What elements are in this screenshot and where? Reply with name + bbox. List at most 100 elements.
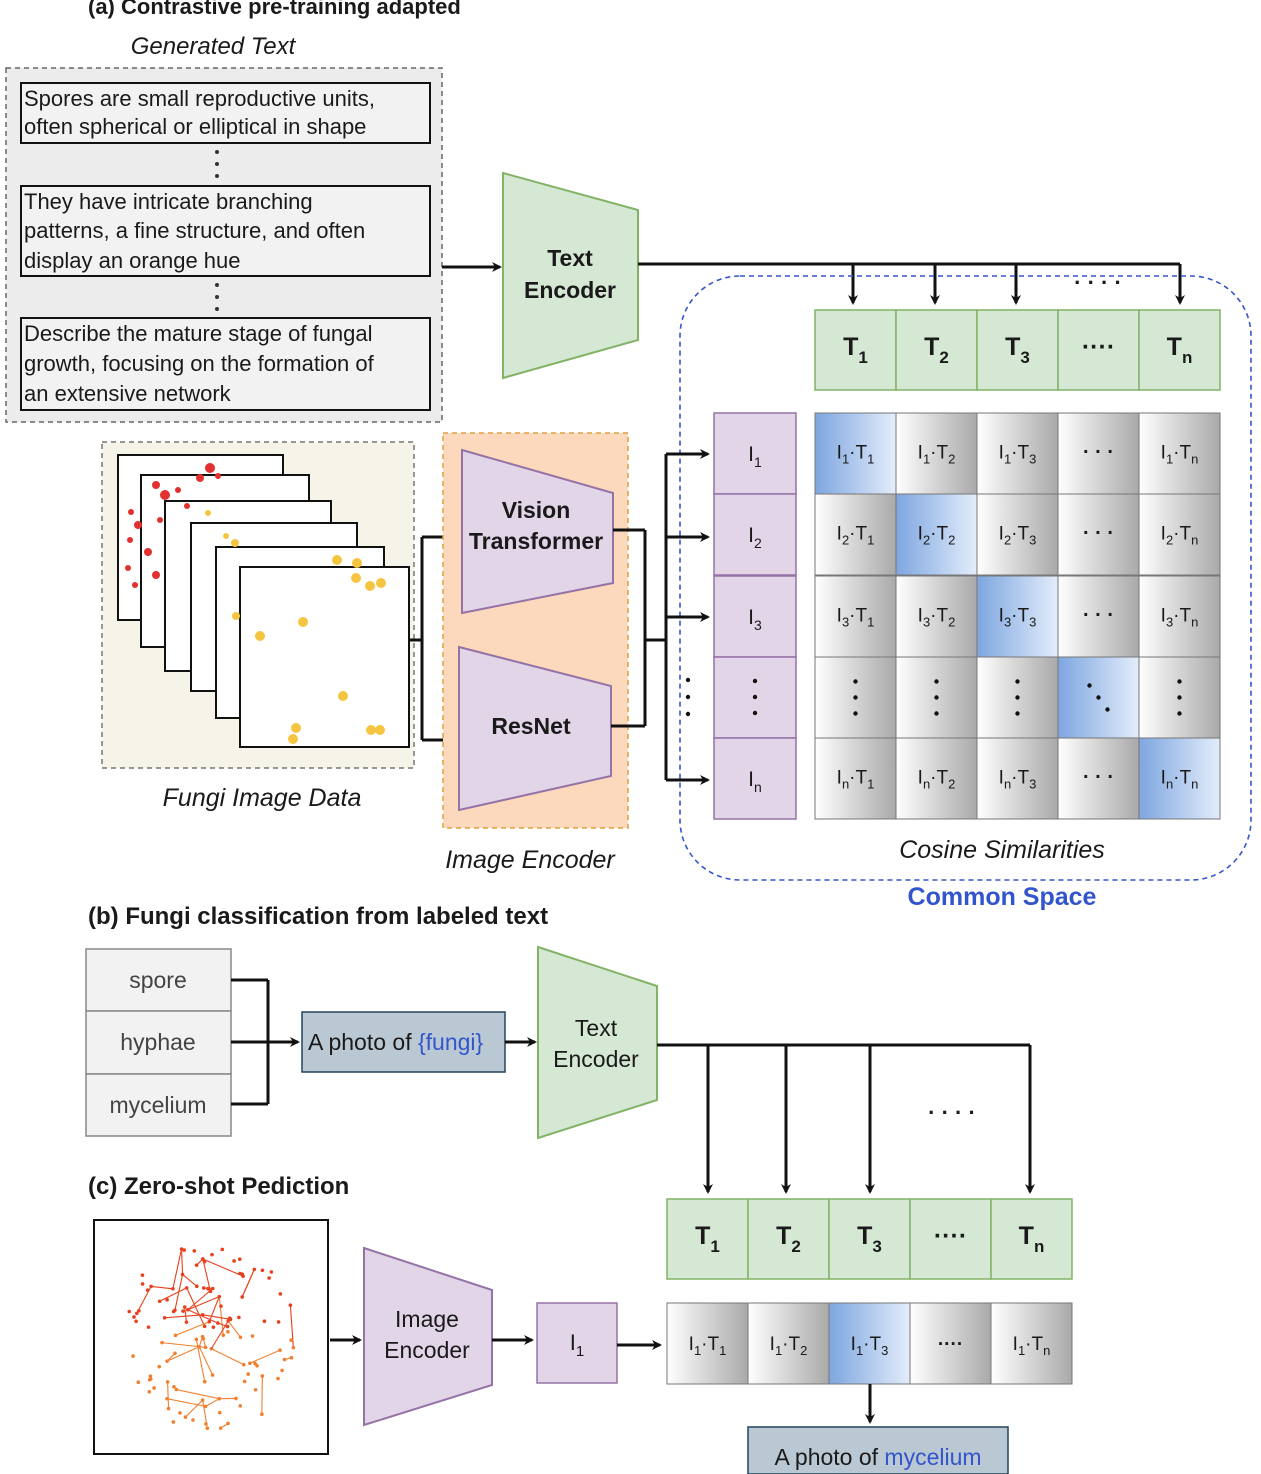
result-cell-5 <box>990 1302 1073 1385</box>
mycelium-node <box>152 1386 156 1390</box>
sim-vdot-1-2 <box>934 711 939 716</box>
mycelium-node <box>195 1284 199 1289</box>
t-token-c-5-label: Tn <box>1019 1222 1045 1256</box>
mycelium-node <box>127 1309 131 1314</box>
mycelium-node <box>183 1415 188 1419</box>
mycelium-node <box>234 1396 238 1401</box>
t-token-c-2 <box>747 1198 830 1280</box>
sim-cell-5-3-label: In·T3 <box>999 768 1037 792</box>
t-token-a-1-label: T1 <box>843 333 868 367</box>
mycelium-node <box>260 1374 265 1378</box>
resnet-label: ResNet <box>491 713 571 739</box>
mycelium-node <box>182 1248 187 1252</box>
mycelium-node <box>278 1292 283 1296</box>
image-encoder-c-line-1: Image <box>395 1306 459 1332</box>
sim-cell-2-2-label: I2·T2 <box>918 524 956 548</box>
mycelium-node <box>148 1374 153 1378</box>
text-encoder-output-connector <box>638 262 1185 305</box>
mycelium-node <box>134 1311 139 1316</box>
prediction-prefix: A photo of <box>774 1444 884 1470</box>
mycelium-node <box>200 1334 205 1339</box>
text-box-2 <box>20 185 431 277</box>
mycelium-branch <box>210 1317 231 1350</box>
mycelium-node <box>232 1259 236 1263</box>
mycelium-node <box>203 1345 208 1350</box>
result-cell-3-label: I1·T3 <box>851 1334 889 1358</box>
mycelium-node <box>238 1404 243 1408</box>
i-token-a-5 <box>713 737 797 820</box>
t-token-a-4 <box>1057 309 1140 391</box>
mycelium-node <box>205 1426 210 1431</box>
mycelium-node <box>226 1421 230 1426</box>
mycelium-node <box>210 1252 214 1257</box>
result-cell-2-label: I1·T2 <box>770 1334 808 1358</box>
text-encoder-b <box>537 945 658 1140</box>
mycelium-branch <box>202 1314 231 1320</box>
mycelium-node <box>157 1364 162 1369</box>
mycelium-node <box>131 1354 135 1358</box>
mycelium-branch <box>172 1248 183 1289</box>
sim-cell-3-5 <box>1138 575 1221 658</box>
t-token-a-2 <box>895 309 978 391</box>
prompt-template-text: A photo of {fungi} <box>308 1029 484 1055</box>
mycelium-node <box>215 1321 220 1325</box>
mycelium-node <box>278 1348 282 1352</box>
sim-cell-2-3-label: I2·T3 <box>999 524 1037 548</box>
mycelium-node <box>134 1319 138 1324</box>
i1-token-c-label: I1 <box>570 1330 584 1360</box>
mycelium-node <box>269 1270 274 1274</box>
mycelium-branch <box>227 1320 241 1338</box>
mycelium-branch <box>202 1258 211 1292</box>
t-token-a-4-label: ···· <box>1082 333 1115 361</box>
mycelium-node <box>165 1380 170 1384</box>
i-token-a-2 <box>713 493 797 576</box>
fungi-image-stack <box>117 454 410 748</box>
mycelium-node <box>136 1380 141 1384</box>
mycelium-node <box>226 1329 230 1334</box>
mycelium-node <box>182 1305 187 1309</box>
i1-token-c <box>536 1302 618 1384</box>
sim-diag-dot-2 <box>1105 707 1110 712</box>
text-box-3-line-1: Describe the mature stage of fungal <box>24 321 373 346</box>
sim-vdot-2-0 <box>1015 679 1020 684</box>
text-box-1 <box>20 82 431 144</box>
mycelium-node <box>181 1309 185 1313</box>
mycelium-branch <box>205 1398 220 1407</box>
common-space-region <box>679 275 1252 881</box>
result-cell-4-label: ···· <box>938 1334 963 1355</box>
vision-transformer-line-2: Transformer <box>469 528 603 554</box>
mycelium-node <box>267 1276 271 1280</box>
vision-transformer-line-1: Vision <box>502 497 571 523</box>
mycelium-node <box>208 1289 213 1294</box>
mycelium-node <box>173 1333 178 1338</box>
sim-cell-3-5-label: I3·Tn <box>1161 606 1199 630</box>
t-token-c-3-label: T3 <box>857 1222 882 1256</box>
mycelium-node <box>289 1355 294 1360</box>
mycelium-branch <box>218 1296 224 1336</box>
mycelium-node <box>246 1372 251 1376</box>
mycelium-branch <box>180 1248 184 1275</box>
mycelium-branch <box>175 1321 210 1336</box>
sim-cell-5-1 <box>814 737 897 820</box>
text-encoder-a-line-2: Encoder <box>524 277 616 303</box>
mycelium-branch <box>182 1274 198 1287</box>
sim-cell-5-4 <box>1057 737 1140 820</box>
mycelium-branch <box>184 1307 188 1323</box>
mycelium-image <box>93 1219 329 1455</box>
common-space-label: Common Space <box>908 883 1097 911</box>
ellipsis-top: · · · · <box>1074 270 1122 295</box>
generated-text-label: Generated Text <box>131 33 297 60</box>
mycelium-node <box>137 1308 141 1313</box>
t-token-a-3-label: T3 <box>1005 333 1030 367</box>
text-encoder-b-output-connector <box>657 1043 1035 1194</box>
mycelium-node <box>149 1284 153 1289</box>
mycelium-node <box>172 1385 176 1389</box>
mycelium-node <box>260 1268 265 1273</box>
mycelium-node <box>192 1249 197 1253</box>
sim-hdots-1: · · · <box>1083 442 1114 464</box>
mycelium-branch <box>166 1352 176 1362</box>
sim-cell-1-1 <box>814 412 897 495</box>
mycelium-node <box>248 1361 252 1366</box>
